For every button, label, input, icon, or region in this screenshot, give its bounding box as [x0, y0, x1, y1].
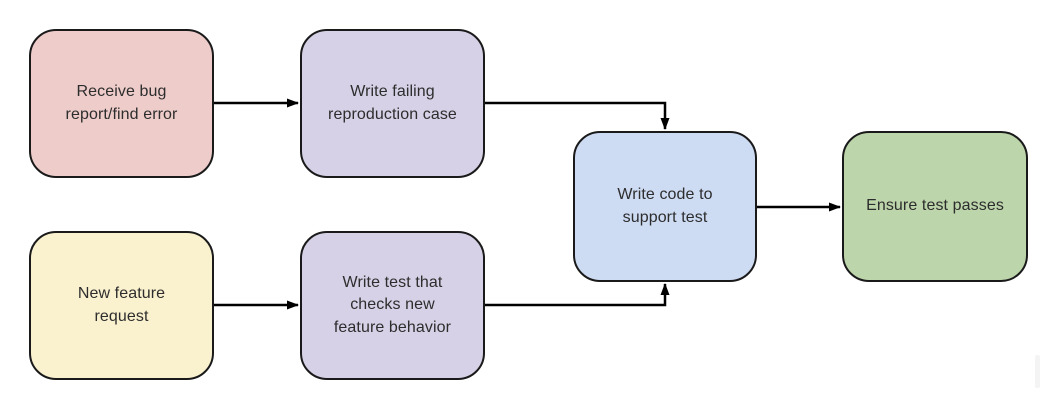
node-ensure-test-passes-label: Ensure test passes	[866, 197, 1004, 215]
edge-write-failing-reproduction-case-to-write-code-support-test	[485, 101, 670, 130]
node-write-test-checks-new-feature-label: Write test that checks new feature behav…	[333, 273, 452, 336]
node-write-failing-reproduction-case-label: Write failing reproduction case	[328, 83, 457, 123]
node-write-failing-reproduction-case: Write failing reproduction case	[300, 29, 485, 178]
node-new-feature-request: New feature request	[29, 231, 214, 380]
node-receive-bug-report-label: Receive bug report/find error	[65, 83, 178, 123]
node-write-code-support-test-label: Write code to support test	[617, 186, 713, 226]
node-receive-bug-report: Receive bug report/find error	[29, 29, 214, 178]
node-ensure-test-passes: Ensure test passes	[842, 131, 1028, 282]
node-write-code-support-test: Write code to support test	[573, 131, 757, 282]
scrollbar-thumb[interactable]	[1035, 355, 1040, 388]
node-new-feature-request-label: New feature request	[77, 285, 166, 325]
node-write-test-checks-new-feature: Write test that checks new feature behav…	[300, 231, 485, 380]
edge-write-test-checks-new-feature-to-write-code-support-test	[485, 283, 670, 307]
